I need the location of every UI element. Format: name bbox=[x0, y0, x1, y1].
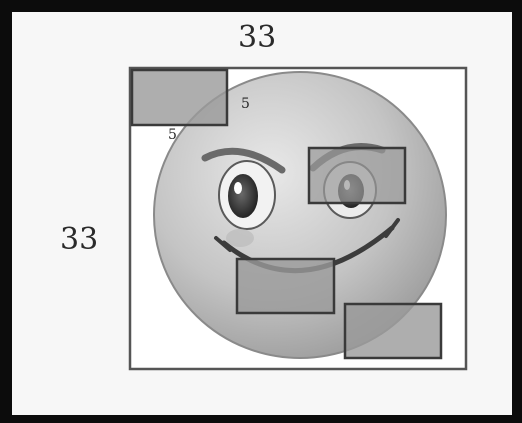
top-dimension-label: 33 bbox=[238, 20, 276, 55]
overlay-box-top-left bbox=[132, 70, 227, 125]
overlay-box-right-eye bbox=[309, 148, 405, 203]
small-offset-label-2: 5 bbox=[168, 127, 177, 143]
overlay-box-mouth bbox=[237, 259, 334, 313]
overlay-box-bottom-right bbox=[345, 304, 441, 358]
small-offset-label-1: 5 bbox=[241, 96, 250, 112]
left-dimension-label: 33 bbox=[60, 222, 98, 257]
